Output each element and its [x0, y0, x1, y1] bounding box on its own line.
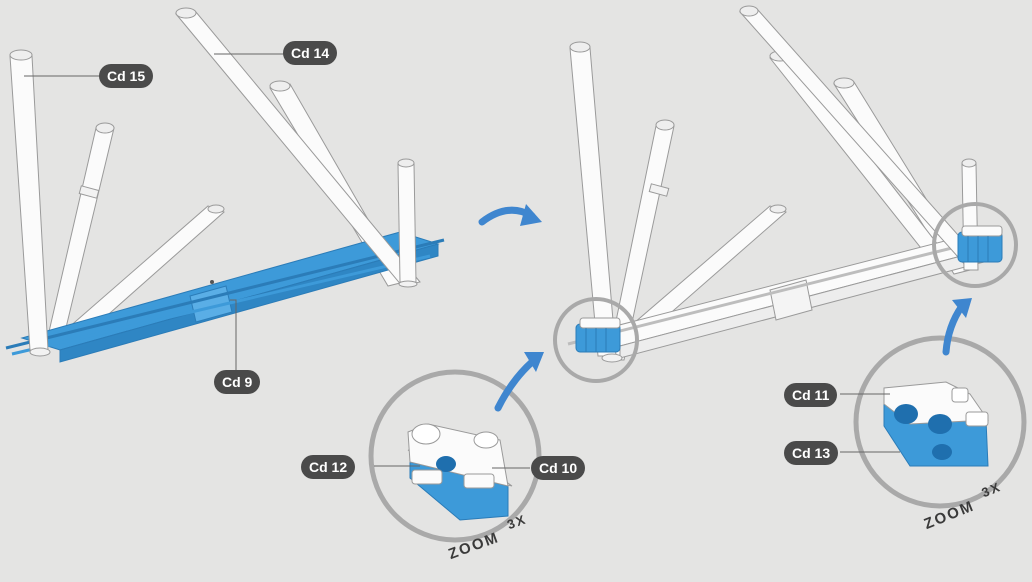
- left-front-leg-cd15: [10, 50, 50, 356]
- zoom-detail-right: [856, 298, 1024, 506]
- right-left-connector: [576, 318, 620, 352]
- callout-cd13: Cd 13: [784, 441, 838, 465]
- callout-cd15: Cd 15: [99, 64, 153, 88]
- zoom-connector-right: [884, 382, 988, 466]
- transition-arrow-head: [520, 204, 542, 226]
- right-front-leg-left: [570, 42, 622, 362]
- callout-cd14: Cd 14: [283, 41, 337, 65]
- right-assembly: [555, 6, 1016, 381]
- left-front-leg-right: [398, 159, 417, 287]
- zoom-arrow-right: [946, 306, 962, 352]
- callout-cd10: Cd 10: [531, 456, 585, 480]
- right-front-leg-cd14: [740, 6, 982, 266]
- zoom-connector-left: [408, 424, 512, 520]
- left-assembly: [6, 8, 444, 362]
- right-back-leg-right: [770, 51, 970, 274]
- callout-cd9: Cd 9: [214, 370, 260, 394]
- callout-cd12: Cd 12: [301, 455, 355, 479]
- callout-cd11: Cd 11: [784, 383, 837, 407]
- zoom-detail-left: [371, 352, 544, 540]
- right-right-connector: [958, 226, 1002, 262]
